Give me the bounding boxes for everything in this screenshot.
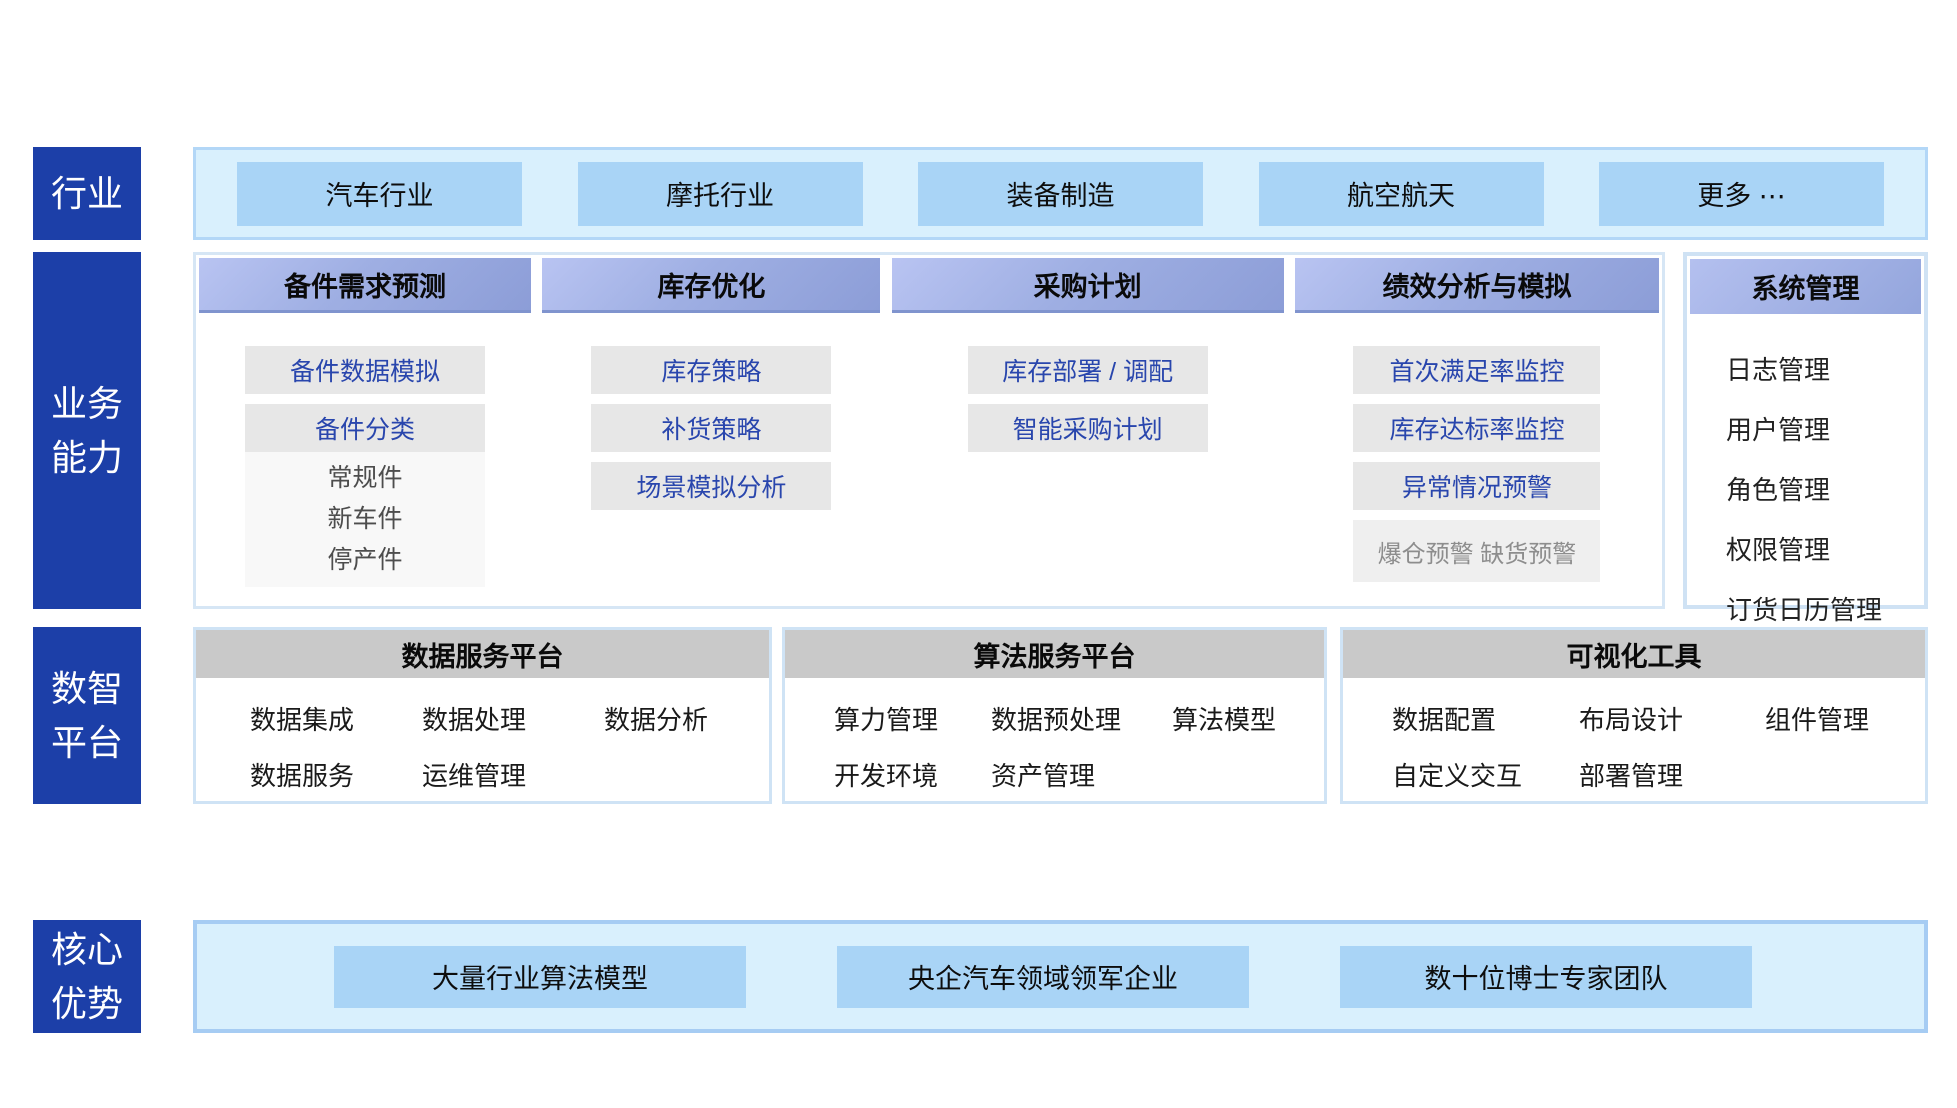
industry-row-label-text: 行业 <box>50 172 123 214</box>
capability-column-header: 绩效分析与模拟 <box>1294 258 1659 313</box>
industry-pill-automotive: 汽车行业 <box>237 161 522 226</box>
warning-muted-item: 爆仓预警 缺货预警 <box>1353 520 1601 582</box>
advantage-row-label-line2: 优势 <box>50 982 123 1024</box>
platform-item: 组件管理 <box>1765 705 1870 735</box>
capability-item: 补货策略 <box>591 404 832 452</box>
sub-item: 新车件 <box>327 505 403 533</box>
platform-items: 算力管理 数据预处理 算法模型 开发环境 资产管理 <box>785 678 1324 793</box>
industry-pill-more: 更多 ⋯ <box>1599 161 1884 226</box>
platform-item: 自定义交互 <box>1392 761 1523 791</box>
advantage-pill-algorithm-models: 大量行业算法模型 <box>334 945 746 1008</box>
system-management-items: 日志管理 用户管理 角色管理 权限管理 订货日历管理 <box>1690 314 1921 627</box>
capability-column-procurement-plan: 采购计划 库存部署 / 调配 智能采购计划 <box>891 258 1284 603</box>
capability-item: 备件分类 <box>245 404 485 452</box>
platform-item: 算法模型 <box>1172 705 1277 735</box>
platform-box-algorithm-service: 算法服务平台 算力管理 数据预处理 算法模型 开发环境 资产管理 <box>782 627 1327 804</box>
platform-item: 数据集成 <box>250 705 355 735</box>
capability-column-header: 备件需求预测 <box>199 258 531 313</box>
system-management-item: 权限管理 <box>1726 535 1831 565</box>
sub-item: 常规件 <box>327 464 403 492</box>
advantage-pill-leading-enterprise: 央企汽车领域领军企业 <box>837 945 1249 1008</box>
platform-box-data-service: 数据服务平台 数据集成 数据处理 数据分析 数据服务 运维管理 <box>193 627 772 804</box>
system-management-header: 系统管理 <box>1690 259 1921 314</box>
system-management-item: 订货日历管理 <box>1726 595 1883 625</box>
platform-item: 数据预处理 <box>991 705 1122 735</box>
capability-column-inventory-optimization: 库存优化 库存策略 补货策略 场景模拟分析 <box>542 258 881 603</box>
system-management-item: 角色管理 <box>1726 475 1831 505</box>
capability-item: 异常情况预警 <box>1353 462 1601 510</box>
capability-item: 库存部署 / 调配 <box>967 346 1208 394</box>
advantage-row-label: 核心 优势 <box>33 920 141 1033</box>
system-management-item: 用户管理 <box>1726 415 1831 445</box>
capability-items: 库存部署 / 调配 智能采购计划 <box>967 346 1208 452</box>
platform-items: 数据集成 数据处理 数据分析 数据服务 运维管理 <box>196 678 769 793</box>
platform-box-header: 可视化工具 <box>1343 630 1925 678</box>
industry-row-label: 行业 <box>33 147 141 240</box>
platform-item: 布局设计 <box>1579 705 1684 735</box>
industry-pill-aerospace: 航空航天 <box>1258 161 1544 226</box>
platform-box-visualization-tools: 可视化工具 数据配置 布局设计 组件管理 自定义交互 部署管理 <box>1340 627 1928 804</box>
industry-band: 汽车行业 摩托行业 装备制造 航空航天 更多 ⋯ <box>193 147 1928 240</box>
platform-box-header: 数据服务平台 <box>196 630 769 678</box>
sub-item: 停产件 <box>327 546 403 574</box>
platform-item: 资产管理 <box>991 761 1096 791</box>
capability-item: 场景模拟分析 <box>591 462 832 510</box>
platform-item: 算力管理 <box>834 705 939 735</box>
capability-items: 首次满足率监控 库存达标率监控 异常情况预警 爆仓预警 缺货预警 <box>1353 346 1601 582</box>
platform-item: 运维管理 <box>422 761 527 791</box>
system-management-panel: 系统管理 日志管理 用户管理 角色管理 权限管理 订货日历管理 <box>1683 252 1928 625</box>
capability-column-header: 采购计划 <box>891 258 1284 313</box>
capability-item: 备件数据模拟 <box>245 346 485 394</box>
capability-items: 库存策略 补货策略 场景模拟分析 <box>591 346 832 510</box>
capability-row-label: 业务 能力 <box>33 252 141 609</box>
advantage-row-label-line1: 核心 <box>50 928 123 970</box>
platform-item: 数据服务 <box>250 761 355 791</box>
platform-row-label-line2: 平台 <box>50 721 123 763</box>
platform-row-label: 数智 平台 <box>33 627 141 804</box>
capability-column-demand-forecast: 备件需求预测 备件数据模拟 备件分类 常规件 新车件 停产件 <box>199 258 531 603</box>
platform-item: 开发环境 <box>834 761 939 791</box>
capability-item: 库存策略 <box>591 346 832 394</box>
capability-items: 备件数据模拟 备件分类 常规件 新车件 停产件 <box>245 346 485 587</box>
platform-row-label-line1: 数智 <box>50 667 123 709</box>
platform-items: 数据配置 布局设计 组件管理 自定义交互 部署管理 <box>1343 678 1925 793</box>
capability-item: 库存达标率监控 <box>1353 404 1601 452</box>
platform-item: 数据分析 <box>604 705 709 735</box>
advantage-pill-phd-team: 数十位博士专家团队 <box>1340 945 1752 1008</box>
industry-pill-equipment: 装备制造 <box>918 161 1203 226</box>
platform-item: 部署管理 <box>1579 761 1684 791</box>
capability-row-label-line2: 能力 <box>50 436 123 478</box>
capability-column-header: 库存优化 <box>542 258 881 313</box>
spare-classification-sub-list: 常规件 新车件 停产件 <box>245 452 485 587</box>
advantage-band: 大量行业算法模型 央企汽车领域领军企业 数十位博士专家团队 <box>193 920 1928 1033</box>
system-management-item: 日志管理 <box>1726 355 1831 385</box>
spare-classification-group: 备件分类 常规件 新车件 停产件 <box>245 404 485 587</box>
capability-panel: 备件需求预测 备件数据模拟 备件分类 常规件 新车件 停产件 库存优化 库存策略… <box>193 252 1665 609</box>
platform-box-header: 算法服务平台 <box>785 630 1324 678</box>
capability-item: 首次满足率监控 <box>1353 346 1601 394</box>
industry-pill-motorcycle: 摩托行业 <box>577 161 863 226</box>
platform-item: 数据配置 <box>1392 705 1497 735</box>
platform-item: 数据处理 <box>422 705 527 735</box>
capability-item: 智能采购计划 <box>967 404 1208 452</box>
capability-column-performance-analysis: 绩效分析与模拟 首次满足率监控 库存达标率监控 异常情况预警 爆仓预警 缺货预警 <box>1294 258 1659 603</box>
capability-row-label-line1: 业务 <box>50 382 123 424</box>
